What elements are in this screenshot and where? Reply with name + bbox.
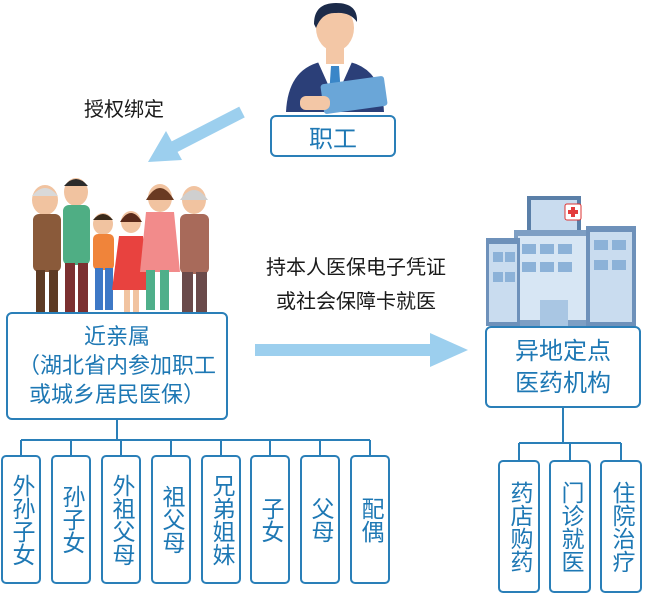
relative-item: 子女 [250, 455, 290, 584]
relative-item: 外祖父母 [101, 455, 141, 584]
caption-line2: 或社会保障卡就医 [276, 289, 436, 313]
relative-item: 祖父母 [151, 455, 191, 584]
relative-item: 孙子女 [51, 455, 91, 584]
staff-node: 职工 [270, 115, 396, 157]
relatives-node: 近亲属 （湖北省内参加职工 或城乡居民医保） [6, 312, 228, 420]
hospital-node: 异地定点 医药机构 [485, 326, 641, 408]
relative-item: 父母 [300, 455, 340, 584]
family-illustration [32, 178, 209, 312]
main-arrow-caption: 持本人医保电子凭证 或社会保障卡就医 [222, 250, 490, 318]
relative-item: 兄弟姐妹 [201, 455, 241, 584]
service-item: 门诊就医 [549, 460, 591, 593]
service-item: 住院治疗 [600, 460, 642, 593]
staff-illustration [286, 3, 388, 114]
hospital-line1: 异地定点 [515, 337, 611, 365]
auth-arrow [148, 106, 245, 162]
relatives-note-line2: 或城乡居民医保） [28, 382, 205, 408]
staff-label: 职工 [309, 124, 357, 153]
main-arrow [255, 333, 468, 367]
hospital-line2: 医药机构 [515, 369, 611, 397]
auth-binding-label: 授权绑定 [84, 97, 164, 121]
relatives-title: 近亲属 [83, 324, 150, 350]
relative-item: 配偶 [350, 455, 390, 584]
relatives-note-line1: （湖北省内参加职工 [17, 353, 216, 379]
hospital-illustration [486, 196, 636, 326]
service-item: 药店购药 [498, 460, 540, 593]
caption-line1: 持本人医保电子凭证 [266, 255, 446, 279]
relative-item: 外孙子女 [1, 455, 41, 584]
relatives-drop-lines [20, 440, 371, 455]
hospital-drop-lines [518, 443, 622, 460]
